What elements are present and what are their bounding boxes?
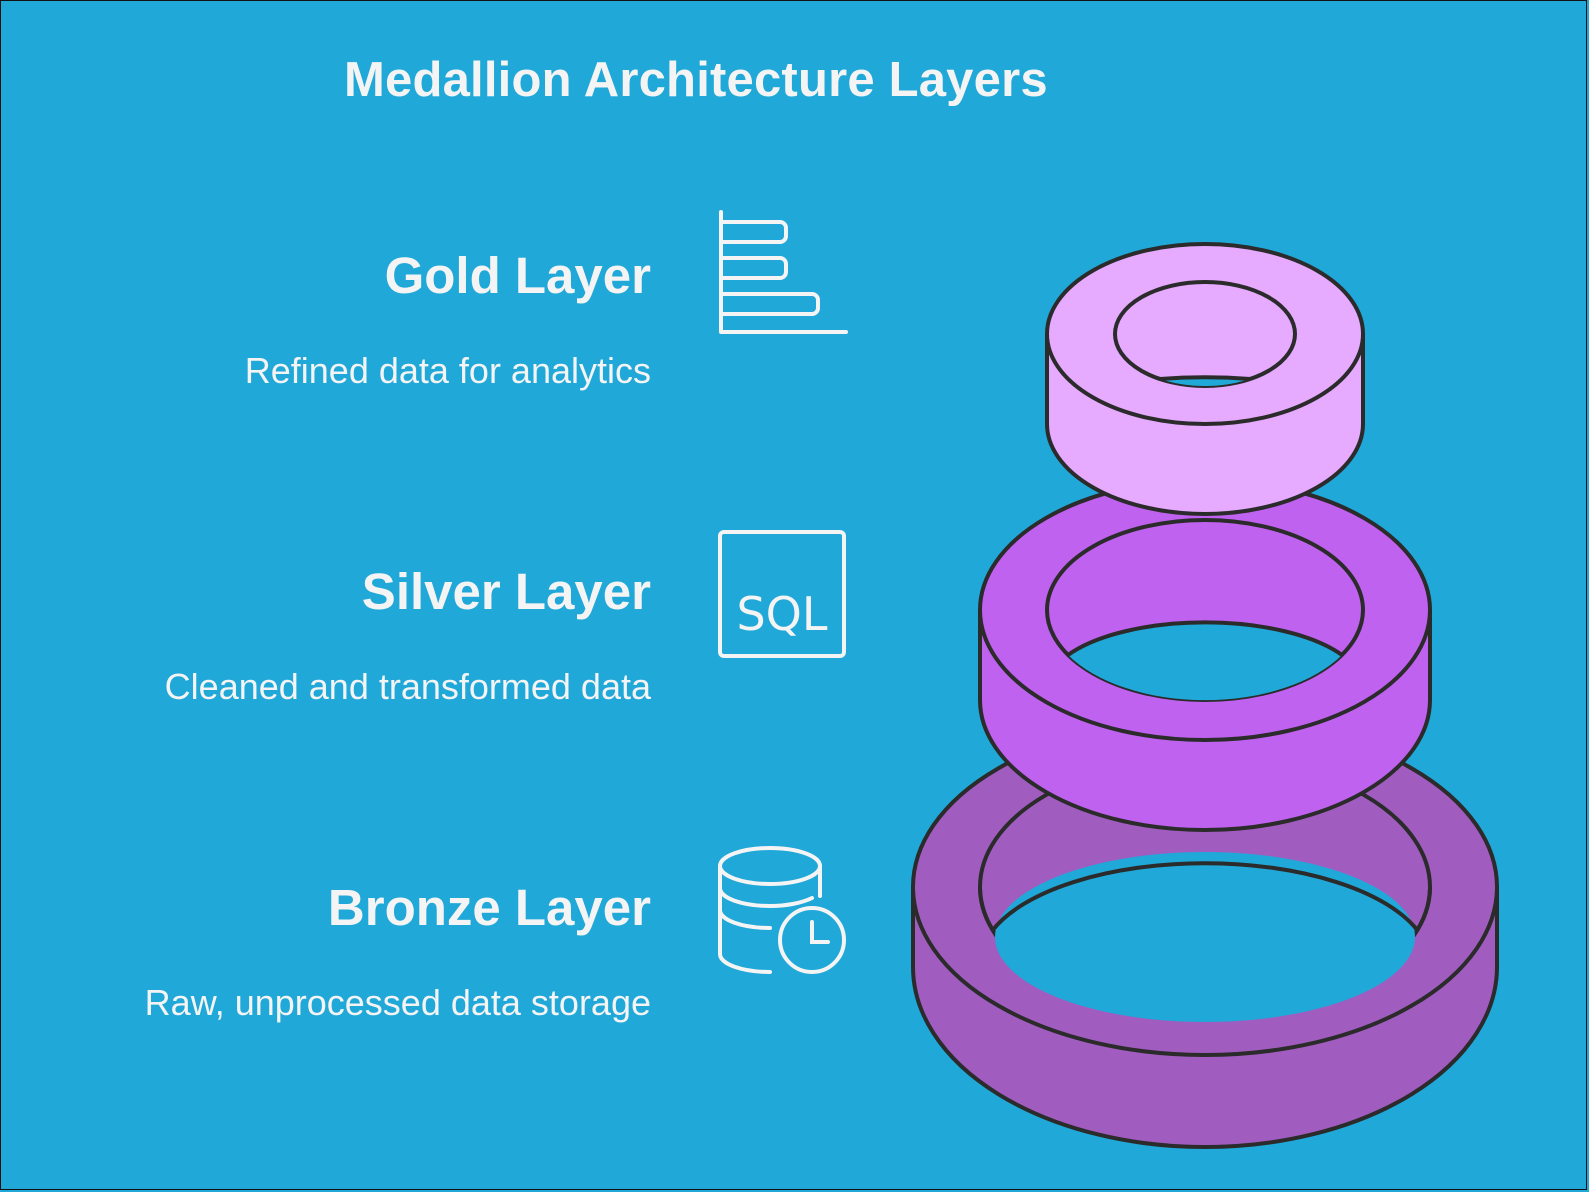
sql-icon: SQL (718, 530, 846, 658)
silver-layer-title: Silver Layer (361, 563, 651, 620)
bronze-ring (911, 717, 1499, 1149)
bronze-layer-description: Raw, unprocessed data storage (144, 982, 651, 1023)
bronze-layer-title: Bronze Layer (327, 879, 651, 936)
silver-ring (978, 478, 1432, 832)
silver-layer-description: Cleaned and transformed data (164, 666, 651, 707)
gold-ring (1045, 242, 1365, 516)
database-clock-icon (718, 846, 846, 974)
sql-icon-label: SQL (736, 587, 827, 641)
diagram-title: Medallion Architecture Layers (344, 53, 1048, 107)
bar-chart-icon (719, 210, 848, 334)
gold-layer-description: Refined data for analytics (244, 350, 651, 391)
gold-layer-title: Gold Layer (384, 247, 651, 304)
